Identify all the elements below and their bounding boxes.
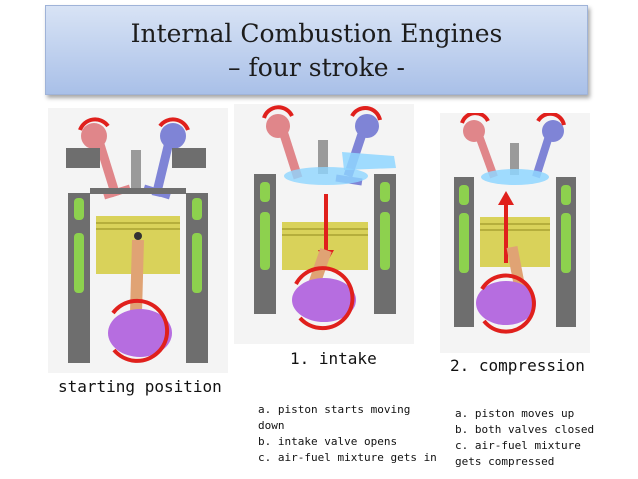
- title-line-1: Internal Combustion Engines: [130, 19, 503, 48]
- note-line: gets compressed: [455, 455, 555, 468]
- crankshaft: [292, 278, 356, 322]
- air-fuel-mixture: [284, 167, 368, 185]
- label-starting-position: starting position: [58, 377, 222, 396]
- air-fuel-mixture: [481, 169, 549, 185]
- label-intake: 1. intake: [290, 349, 377, 368]
- notes-intake: a. piston starts moving down b. intake v…: [258, 402, 437, 466]
- title-banner: Internal Combustion Engines – four strok…: [45, 5, 588, 95]
- cam-arrow-right: [158, 117, 190, 131]
- note-line: b. intake valve opens: [258, 435, 398, 448]
- intake-valve: [532, 120, 564, 179]
- notes-compression: a. piston moves up b. both valves closed…: [455, 406, 594, 470]
- engine-compression: [440, 113, 590, 353]
- crankshaft: [476, 281, 536, 325]
- crankshaft: [108, 309, 172, 357]
- engine-starting-position: [48, 108, 228, 373]
- cam-arrow-left: [78, 117, 110, 131]
- spark-plug: [510, 143, 519, 175]
- note-line: a. piston starts moving: [258, 403, 411, 416]
- spark-plug: [131, 150, 141, 190]
- note-line: c. air-fuel mixture: [455, 439, 581, 452]
- note-line: a. piston moves up: [455, 407, 575, 420]
- note-line: c. air-fuel mixture gets in: [258, 451, 437, 464]
- exhaust-valve: [463, 120, 498, 179]
- note-line: b. both valves closed: [455, 423, 595, 436]
- label-compression: 2. compression: [450, 356, 585, 375]
- note-line: down: [258, 419, 285, 432]
- crank-rotation-arrow: [111, 298, 170, 363]
- exhaust-valve: [266, 114, 303, 180]
- engine-intake: [234, 104, 414, 344]
- title-line-2: – four stroke -: [228, 53, 405, 82]
- spark-plug: [318, 140, 328, 174]
- mixture-inflow: [342, 152, 396, 170]
